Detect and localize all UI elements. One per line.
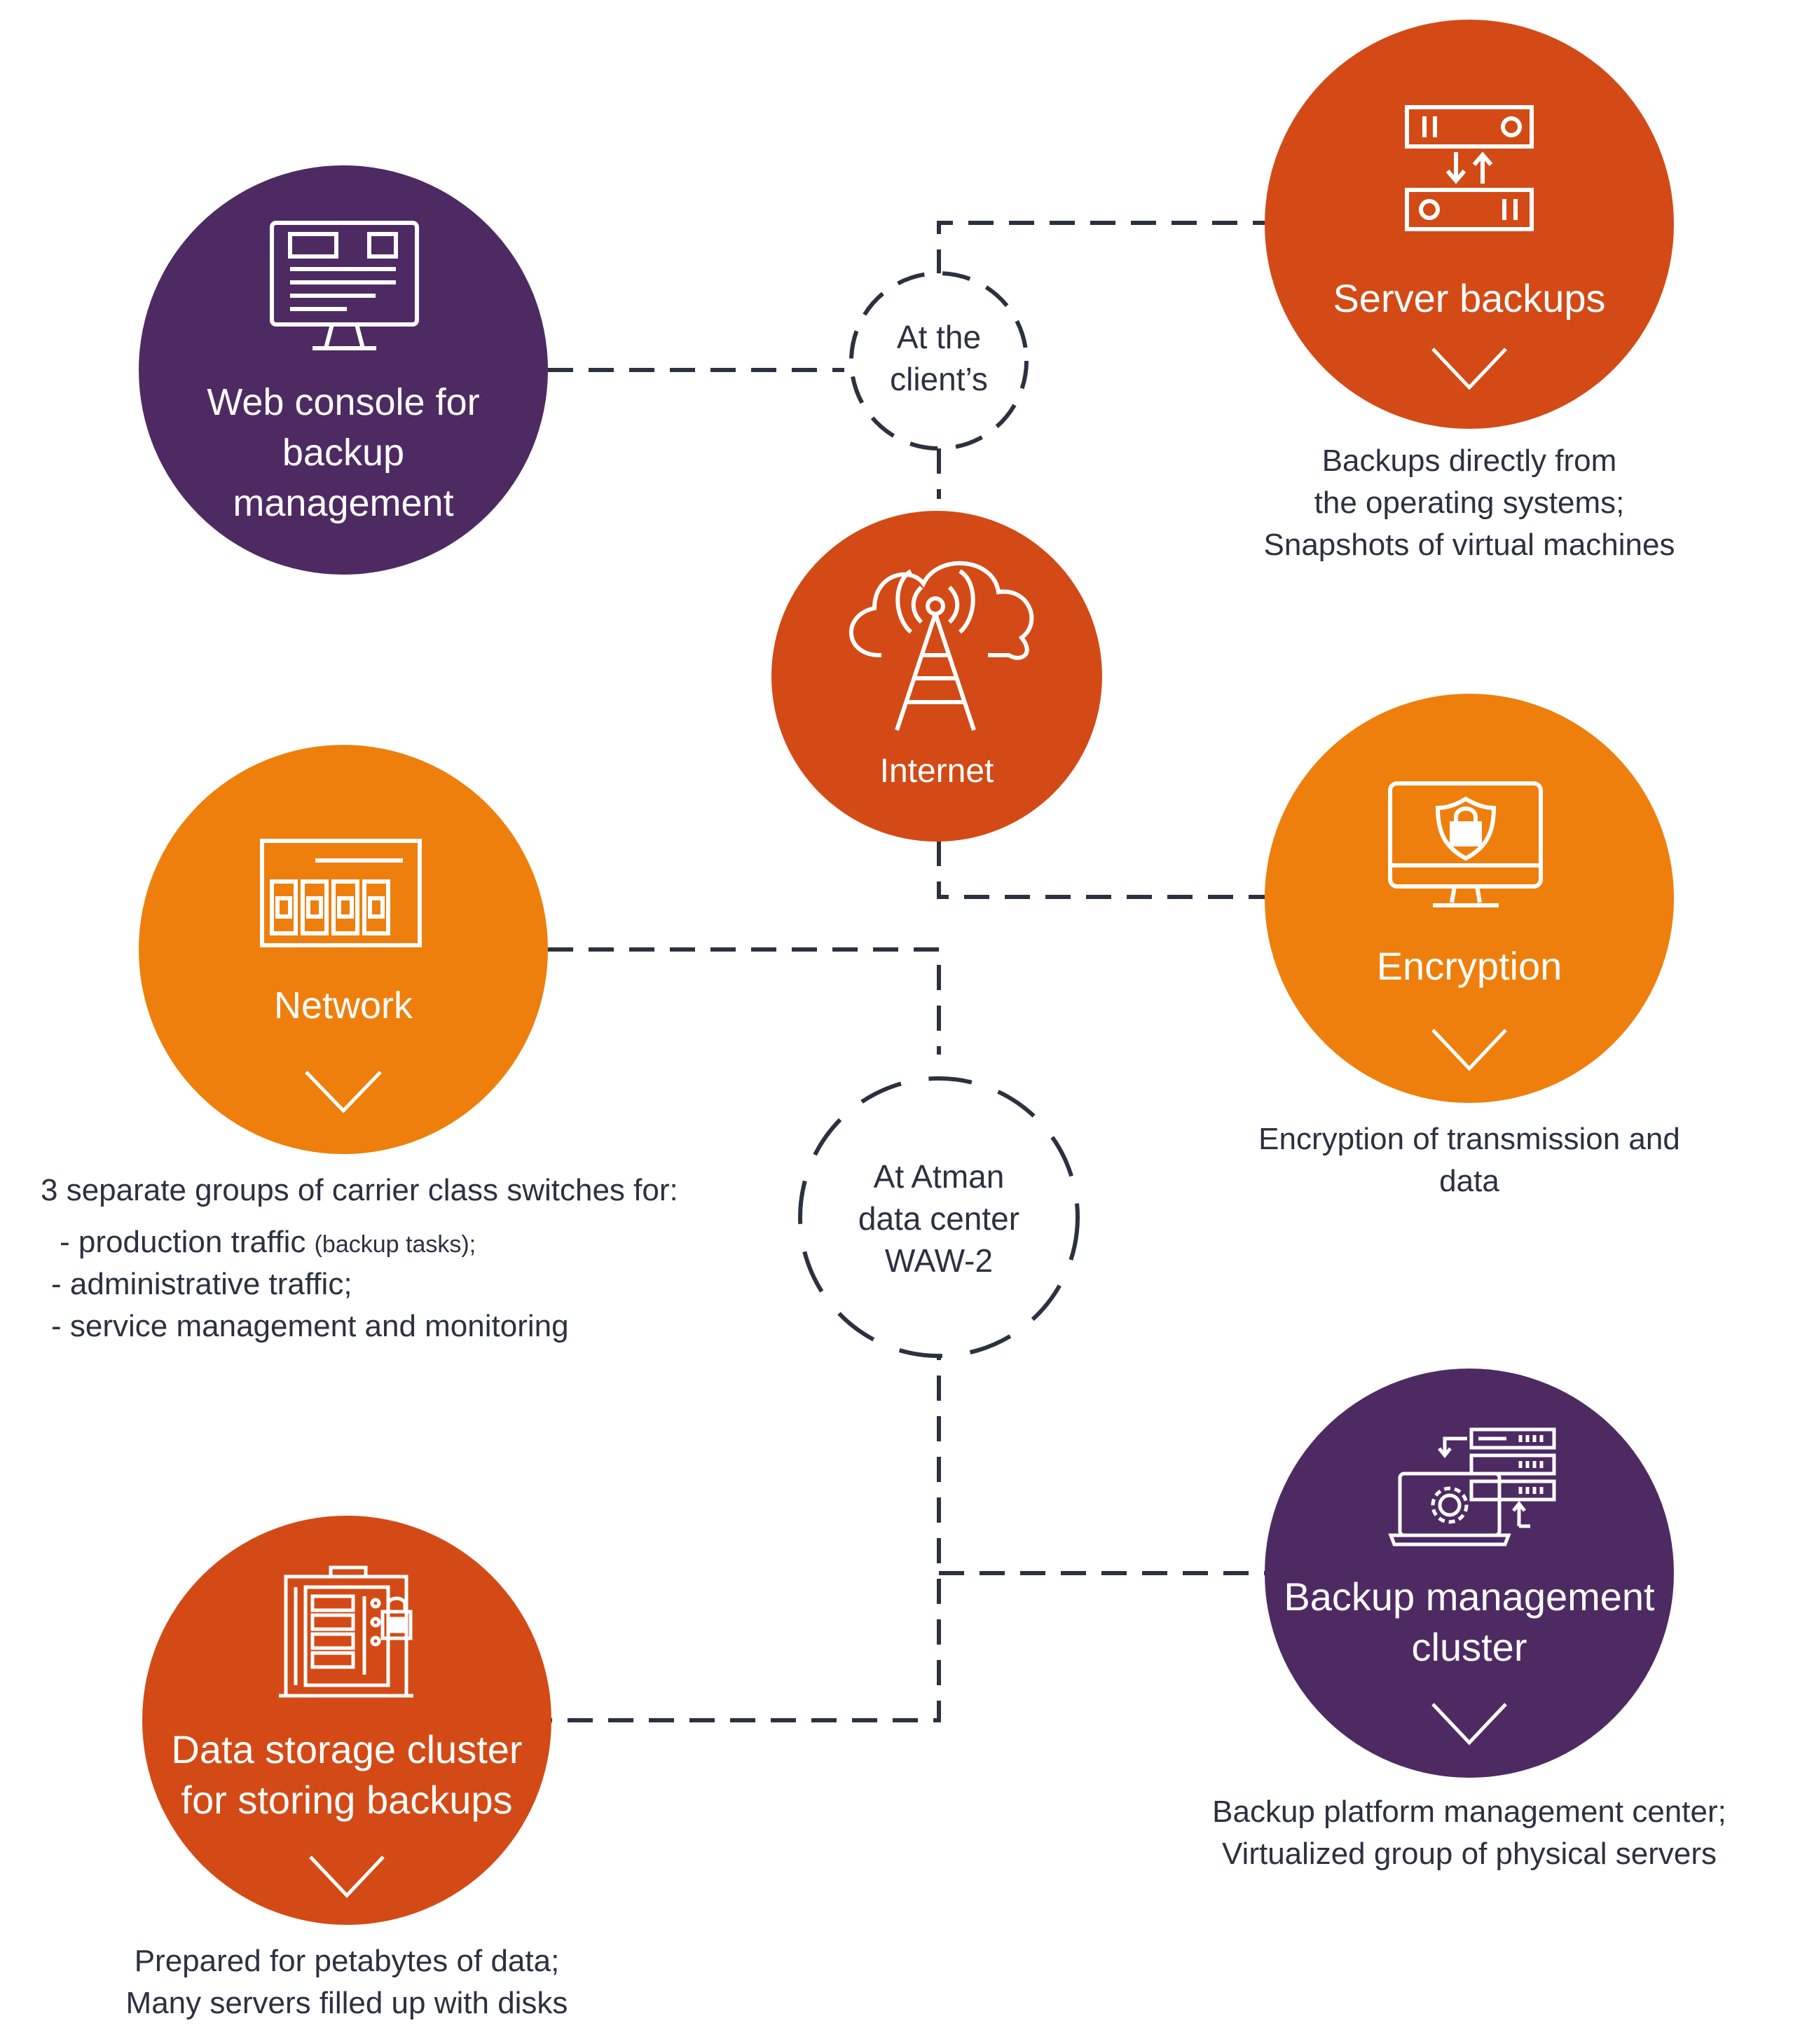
backup-management-title-line-1: Backup management [1284, 1575, 1655, 1619]
data-storage-description-line-1: Prepared for petabytes of data; [135, 1944, 560, 1978]
datacenter-location-line-3: WAW-2 [885, 1242, 993, 1279]
data-storage-title-line-1: Data storage cluster [171, 1727, 522, 1771]
server-backups-description-line-1: Backups directly from [1322, 444, 1617, 478]
switch-icon [260, 839, 422, 947]
network-chevron-down-icon [305, 1071, 382, 1113]
datacenter-location-line-1: At Atman [874, 1158, 1005, 1195]
encryption-description-line-1: Encryption of transmission and [1258, 1122, 1680, 1156]
network-description-intro: 3 separate groups of carrier class switc… [41, 1173, 678, 1207]
internet-title: Internet [880, 753, 994, 790]
cloud-tower-icon [849, 561, 1034, 731]
encryption-description: Encryption of transmission and data [1258, 1122, 1680, 1198]
data-storage-description-line-2: Many servers filled up with disks [126, 1986, 568, 2020]
server-transfer-icon [1405, 105, 1534, 231]
network-description-item-1-main: - production traffic [60, 1225, 305, 1259]
client-location-line-2: client’s [890, 361, 988, 397]
connector-internet-to-encryption [937, 841, 1265, 899]
network-title: Network [274, 985, 413, 1027]
network-description-item-3: - service management and monitoring [51, 1309, 569, 1343]
server-backups-description-line-2: the operating systems; [1314, 486, 1625, 520]
monitor-icon [270, 221, 419, 350]
datacenter-location-line-2: data center [858, 1200, 1019, 1237]
web-console-title-line-1: Web console for [207, 381, 479, 423]
server-backups-circle: Server backups [1265, 20, 1674, 429]
network-description: 3 separate groups of carrier class switc… [41, 1173, 678, 1343]
backup-management-description-line-1: Backup platform management center; [1212, 1795, 1726, 1829]
network-description-item-1-note: (backup tasks); [315, 1231, 476, 1258]
server-backups-description-line-3: Snapshots of virtual machines [1264, 528, 1675, 562]
server-rack-lock-icon [279, 1565, 413, 1698]
server-backups-description: Backups directly from the operating syst… [1264, 444, 1675, 562]
server-backups-title: Server backups [1333, 276, 1605, 320]
data-storage-chevron-down-icon [309, 1856, 385, 1898]
backup-management-description-line-2: Virtualized group of physical servers [1222, 1837, 1717, 1871]
network-description-item-1: - production traffic (backup tasks); [60, 1225, 476, 1259]
network-circle: Network [139, 745, 548, 1154]
connector-datacenter-to-storage [548, 1335, 941, 1722]
network-description-item-2: - administrative traffic; [51, 1267, 352, 1301]
connector-network-to-datacenter [548, 947, 941, 1055]
backup-management-description: Backup platform management center; Virtu… [1212, 1795, 1726, 1871]
data-storage-circle: Data storage cluster for storing backups [142, 1516, 551, 1925]
connector-client-to-server-backups [937, 221, 1265, 315]
laptop-servers-icon [1388, 1427, 1556, 1546]
encryption-title: Encryption [1377, 944, 1562, 988]
data-storage-title-line-2: for storing backups [181, 1778, 512, 1822]
encryption-circle: Encryption [1265, 694, 1674, 1103]
client-location-node: At the client’s [849, 271, 1029, 451]
backup-management-title-line-2: cluster [1412, 1625, 1527, 1669]
internet-circle: Internet [771, 511, 1102, 842]
data-storage-description: Prepared for petabytes of data; Many ser… [126, 1944, 568, 2020]
web-console-title-line-3: management [233, 482, 453, 524]
backup-management-circle: Backup management cluster [1265, 1369, 1674, 1778]
web-console-title-line-2: backup [282, 432, 404, 474]
client-location-line-1: At the [897, 319, 981, 355]
encryption-chevron-down-icon [1431, 1029, 1507, 1071]
backup-management-chevron-down-icon [1431, 1703, 1507, 1745]
shield-lock-monitor-icon [1388, 781, 1543, 907]
encryption-description-line-2: data [1439, 1164, 1499, 1198]
web-console-circle: Web console for backup management [139, 165, 548, 575]
server-backups-chevron-down-icon [1431, 348, 1507, 390]
datacenter-location-node: At Atman data center WAW-2 [798, 1076, 1080, 1358]
connector-lines [548, 221, 1265, 1722]
